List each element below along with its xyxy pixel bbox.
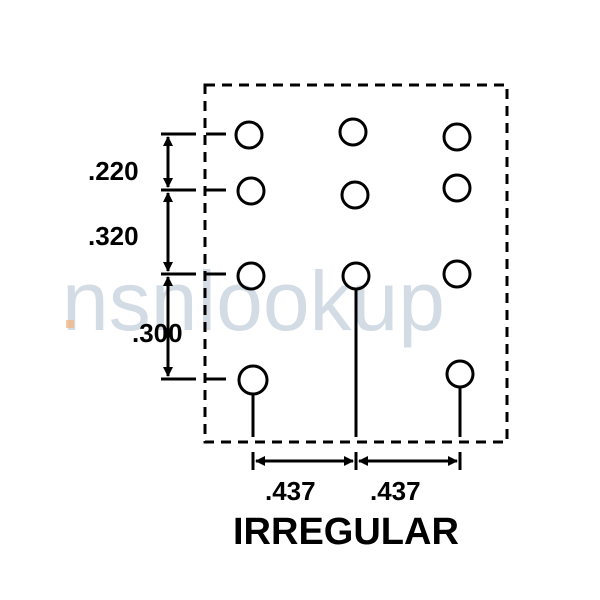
pin	[234, 120, 264, 150]
pin	[442, 122, 472, 152]
pin	[236, 261, 266, 291]
pin	[338, 117, 368, 147]
dim-label-437-left: .437	[265, 476, 316, 506]
vertical-extension-lines	[161, 132, 226, 381]
horizontal-dimension-arrows	[251, 452, 462, 470]
dim-label-320: .320	[88, 221, 139, 251]
component-outline	[203, 83, 509, 444]
pin-leads	[251, 289, 462, 437]
caption: IRREGULAR	[233, 511, 459, 553]
dim-label-437-right: .437	[370, 476, 421, 506]
pin	[442, 259, 472, 289]
watermark-text: nsnlookup	[62, 254, 445, 348]
pin	[340, 180, 370, 210]
pin	[445, 359, 475, 389]
pin	[237, 364, 269, 396]
pin	[236, 176, 266, 206]
dim-label-300: .300	[132, 318, 183, 348]
watermark-dot	[66, 320, 74, 328]
pin	[442, 173, 472, 203]
watermark: nsnlookup	[62, 254, 445, 348]
dim-label-220: .220	[88, 156, 139, 186]
